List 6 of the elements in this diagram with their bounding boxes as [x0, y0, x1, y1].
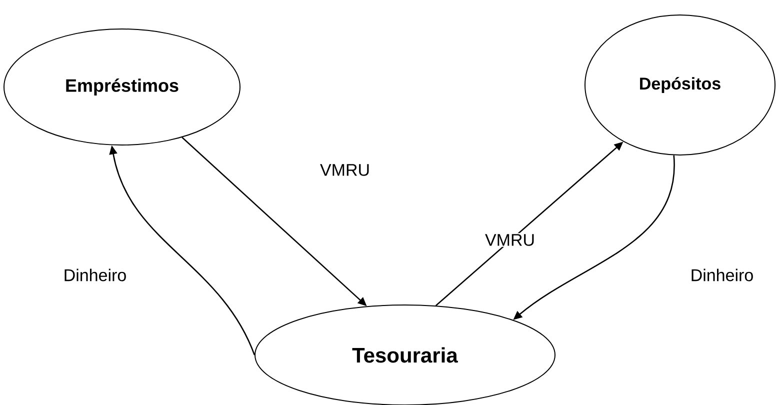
ellipse-node: Empréstimos	[4, 28, 240, 146]
edge-label: Dinheiro	[62, 268, 128, 282]
edge-label: VMRU	[318, 163, 372, 177]
edge-label: Dinheiro	[689, 268, 755, 282]
ellipse-node: Depósitos	[584, 14, 776, 156]
edge-label: VMRU	[484, 233, 536, 247]
